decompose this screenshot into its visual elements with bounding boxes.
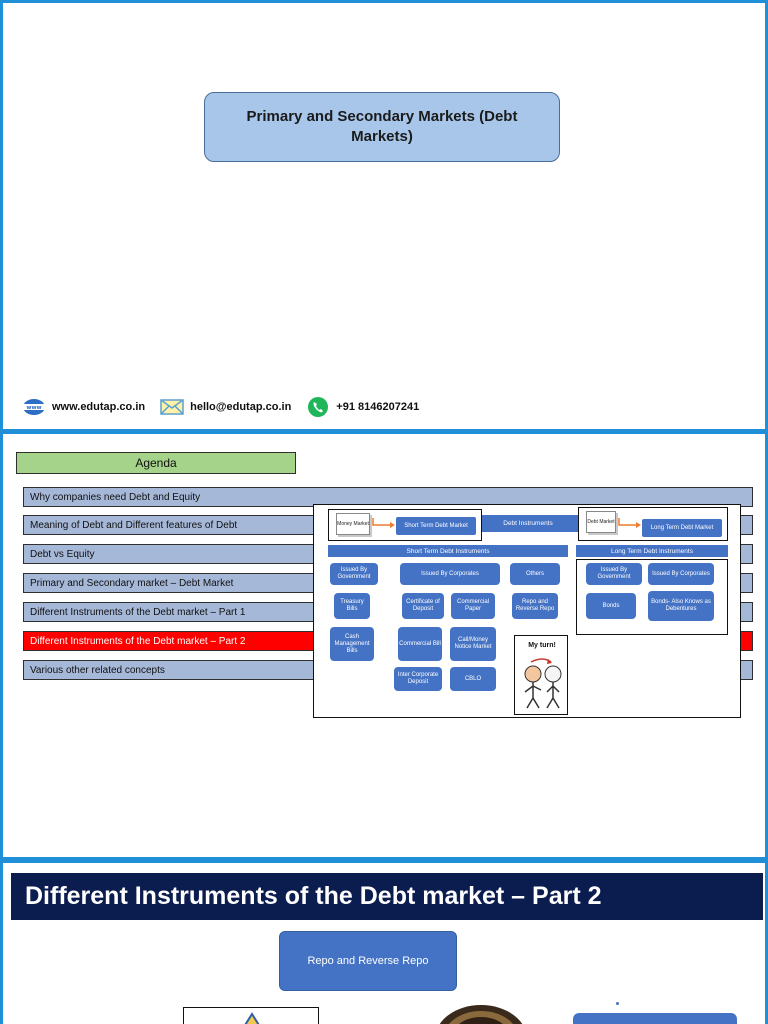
dot-marker [616, 1002, 619, 1005]
cblo-box: CBLO [450, 667, 496, 691]
logo-frame [183, 1007, 319, 1024]
inter-corporate-deposit-box: Inter Corporate Deposit [394, 667, 442, 691]
title-box: Primary and Secondary Markets (Debt Mark… [204, 92, 560, 162]
others-box: Others [510, 563, 560, 585]
email-icon [159, 396, 185, 418]
agenda-title: Agenda [16, 452, 296, 474]
email-contact[interactable]: hello@edutap.co.in [159, 396, 291, 418]
long-term-header: Long Term Debt Instruments [576, 545, 728, 557]
my-turn-panel: My turn! [514, 635, 568, 715]
phone-text: +91 8146207241 [336, 401, 420, 413]
debt-instruments-label: Debt Instruments [503, 520, 553, 527]
issued-by-corporates-box: Issued By Corporates [400, 563, 500, 585]
www-icon: www [21, 396, 47, 418]
certificate-of-deposit-box: Certificate of Deposit [402, 593, 444, 619]
treasury-bills-box: Treasury Bills [334, 593, 370, 619]
long-term-debt-market-box: Long Term Debt Market [642, 519, 722, 537]
svg-text:www: www [26, 405, 41, 411]
money-market-note: Money Market [336, 513, 370, 535]
lt-issued-by-corporates-box: Issued By Corporates [648, 563, 714, 585]
commercial-paper-box: Commercial Paper [451, 593, 495, 619]
arrow-icon [618, 518, 641, 528]
slide-part2: Different Instruments of the Debt market… [0, 860, 768, 1024]
slide-heading: Different Instruments of the Debt market… [11, 873, 763, 920]
debt-market-note: Debt Market [586, 511, 616, 533]
slide-agenda: Agenda Why companies need Debt and Equit… [0, 432, 768, 860]
lt-issued-by-government-box: Issued By Government [586, 563, 642, 585]
people-icon [524, 658, 562, 709]
info-box [573, 1013, 737, 1024]
repo-reverse-repo-button[interactable]: Repo and Reverse Repo [279, 931, 457, 991]
call-money-box: Call/Money Notice Market [450, 627, 496, 661]
debentures-box: Bonds- Also Knows as Debentures [648, 591, 714, 621]
short-term-debt-market-box: Short Term Debt Market [396, 517, 476, 535]
seal-icon [439, 1005, 523, 1024]
issued-by-government-box: Issued By Government [330, 563, 378, 585]
short-term-header: Short Term Debt Instruments [328, 545, 568, 557]
phone-contact[interactable]: +91 8146207241 [305, 396, 419, 418]
website-text: www.edutap.co.in [52, 401, 146, 413]
commercial-bill-box: Commercial Bill [398, 627, 442, 661]
website-contact[interactable]: www www.edutap.co.in [21, 396, 145, 418]
repo-reverse-repo-box: Repo and Reverse Repo [512, 593, 558, 619]
slide-title: Primary and Secondary Markets (Debt Mark… [0, 0, 768, 432]
email-text: hello@edutap.co.in [190, 401, 292, 413]
my-turn-label: My turn! [528, 642, 556, 649]
bonds-box: Bonds [586, 593, 636, 619]
emblem-icon [244, 1012, 260, 1024]
contact-bar: www www.edutap.co.in hello@edutap.co.in [21, 396, 433, 418]
arrow-icon [372, 518, 395, 528]
cash-management-bills-box: Cash Management Bills [330, 627, 374, 661]
phone-icon [305, 396, 331, 418]
debt-instruments-diagram: Debt Instruments Money Market Short Term… [313, 504, 741, 718]
